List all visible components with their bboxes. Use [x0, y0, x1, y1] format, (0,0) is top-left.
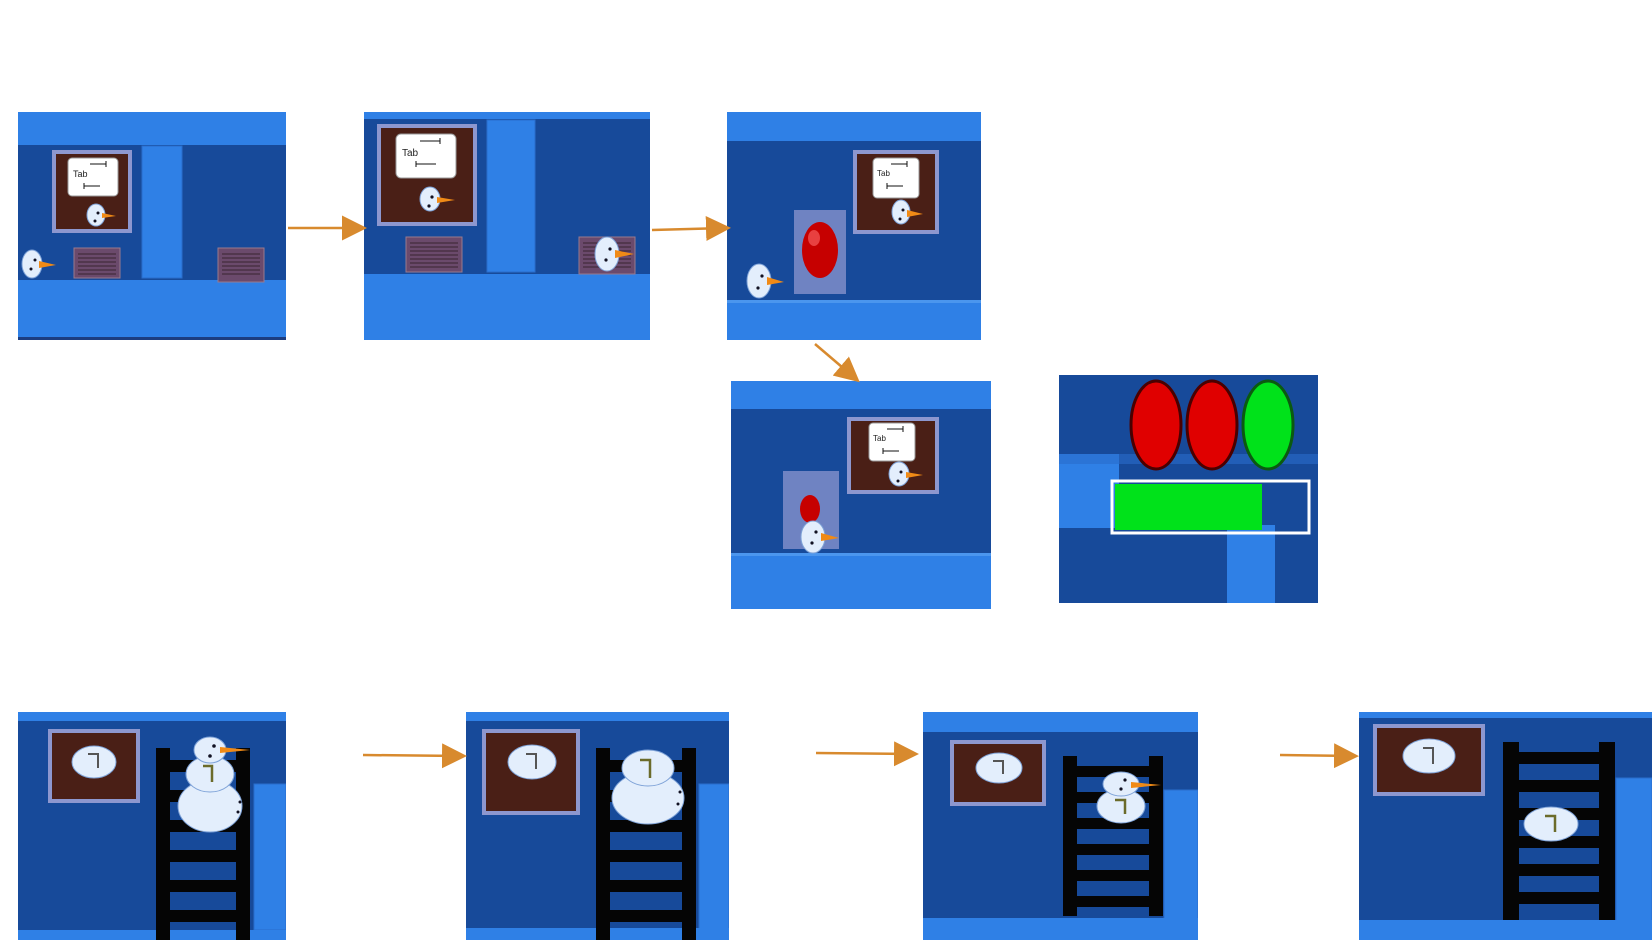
vent-left: [73, 247, 121, 279]
clock-sign: [48, 729, 140, 803]
scene-panel-3: Tab: [727, 112, 981, 340]
arrow-5: [815, 741, 919, 767]
scene-panel-1: Tab: [18, 112, 286, 340]
scene-panel-4: Tab: [731, 381, 991, 609]
light-1: [1129, 379, 1183, 471]
ladder-panel-4: [1359, 712, 1652, 940]
status-panel: [1059, 375, 1318, 603]
tab-label: Tab: [873, 434, 886, 443]
progress-fill: [1115, 484, 1262, 530]
tab-label: Tab: [73, 169, 88, 179]
progress-bar: [1110, 479, 1311, 535]
tab-label: Tab: [402, 148, 419, 159]
snowman-head: [594, 236, 634, 272]
clock-sign: [1373, 724, 1485, 796]
snowman: [1096, 771, 1161, 824]
clock-icon: [71, 745, 117, 779]
ladder-panel-1: [18, 712, 286, 940]
clock-icon: [1402, 738, 1456, 774]
snowman: [177, 736, 250, 833]
ladder-panel-3: [923, 712, 1198, 940]
ladder: [1503, 742, 1615, 920]
tab-sign: Tab: [52, 150, 132, 233]
snowman-head: [21, 249, 56, 279]
clock-icon: [975, 752, 1023, 784]
arrow-6: [1279, 743, 1359, 769]
clock-icon: [507, 744, 557, 780]
vent-left: [405, 236, 463, 273]
arrow-2: [651, 216, 731, 242]
snowman-head: [746, 263, 784, 299]
snowman-head: [800, 520, 839, 554]
tab-sign: Tab: [377, 124, 477, 226]
indicator-lights: [1129, 379, 1295, 471]
tab-label: Tab: [877, 169, 890, 178]
light-2: [1185, 379, 1239, 471]
red-ball-alcove: [794, 210, 846, 294]
clock-sign: [482, 729, 580, 815]
tab-sign: Tab: [853, 150, 939, 234]
snowman: [611, 749, 685, 825]
tab-sign: Tab: [847, 417, 939, 494]
light-3: [1241, 379, 1295, 471]
arrow-4: [362, 743, 467, 769]
ladder-panel-2: [466, 712, 729, 940]
arrow-3: [814, 343, 860, 383]
vent-right: [217, 247, 265, 283]
scene-panel-2: Tab: [364, 112, 650, 340]
clock-sign: [950, 740, 1046, 806]
snowball: [1523, 806, 1579, 842]
